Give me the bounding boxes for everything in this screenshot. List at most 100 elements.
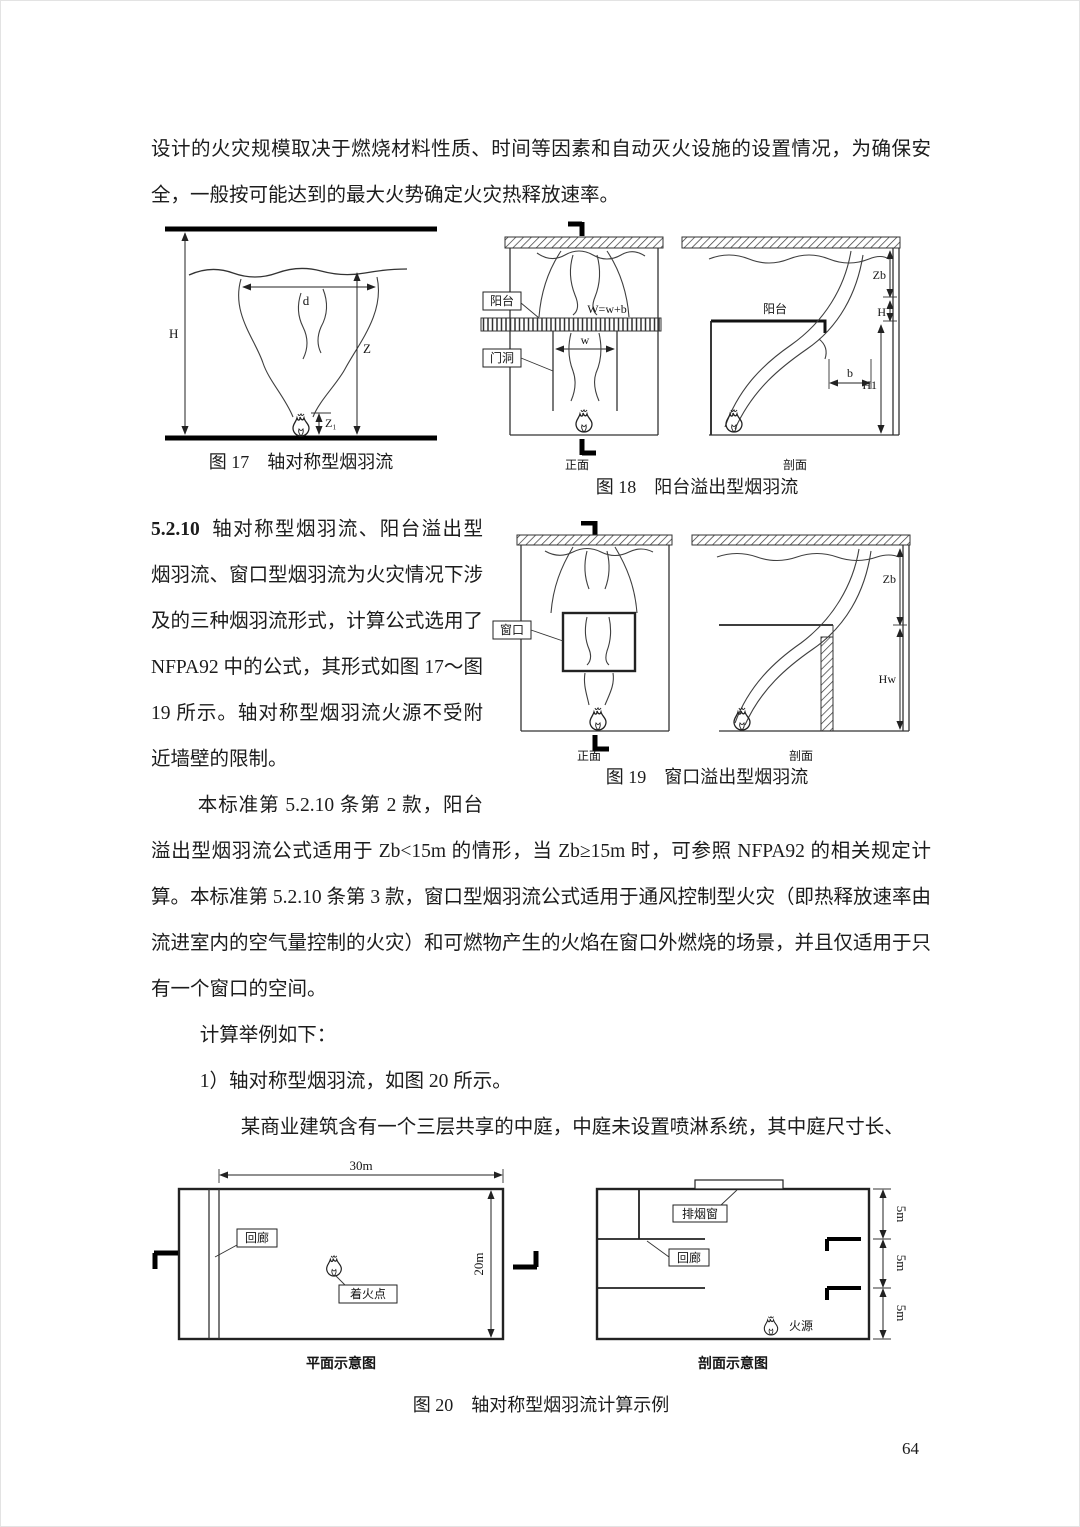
plume-inner-line bbox=[584, 616, 592, 666]
corridor-label-box bbox=[668, 1248, 710, 1267]
d-label: d bbox=[303, 293, 310, 308]
leader-line bbox=[334, 1274, 346, 1286]
section-number: 5.2.10 bbox=[151, 519, 200, 540]
ceiling-hatch bbox=[504, 236, 664, 249]
figure-18: 阳台 W=w+b w 门洞 bbox=[471, 221, 923, 503]
window-wall-hatch bbox=[820, 636, 834, 732]
w-formula-label: W=w+b bbox=[587, 302, 627, 316]
section-body: 轴对称型烟羽流、阳台溢出型烟羽流、窗口型烟羽流为火灾情况下涉及的三种烟羽流形式，… bbox=[151, 519, 483, 770]
Zb-label: Zb bbox=[883, 572, 896, 586]
leader-line bbox=[520, 302, 540, 319]
leader-line bbox=[214, 1244, 238, 1258]
plume-outline bbox=[538, 250, 562, 318]
fig18-section-view: 阳台 Zb H H1 bbox=[681, 236, 901, 471]
section-title: 剖面示意图 bbox=[698, 1355, 768, 1372]
plume-outline bbox=[734, 254, 864, 430]
paragraph-4: 1）轴对称型烟羽流，如图 20 所示。 bbox=[199, 1071, 512, 1092]
plume-inner-line bbox=[605, 616, 612, 666]
flame-icon bbox=[725, 409, 743, 433]
fig19-section-view: Zb Hw 剖面 bbox=[691, 534, 911, 761]
plume-outline bbox=[724, 250, 852, 428]
plume-inner-line bbox=[568, 332, 576, 402]
plume-outline bbox=[604, 672, 614, 706]
window-label: 窗口 bbox=[500, 623, 524, 637]
plume-inner-line bbox=[593, 332, 602, 402]
paragraph-intro: 设计的火灾规模取决于燃烧材料性质、时间等因素和自动灭火设施的设置情况，为确保安全… bbox=[151, 139, 931, 206]
fig18-caption: 图 18 阳台溢出型烟羽流 bbox=[595, 477, 799, 497]
fig20-caption: 图 20 轴对称型烟羽流计算示例 bbox=[412, 1395, 670, 1415]
Hw-label: Hw bbox=[879, 672, 897, 686]
b-label: b bbox=[847, 366, 853, 380]
smoke-curl-line bbox=[544, 547, 654, 557]
balcony-label: 阳台 bbox=[490, 293, 514, 308]
vent-label: 排烟窗 bbox=[682, 1207, 718, 1221]
leader-line bbox=[530, 629, 564, 642]
plume-inner-line bbox=[818, 338, 827, 360]
fig17-axisymmetric-plume-diagram: H d Z Z₁ bbox=[165, 226, 437, 441]
figure-20: 30m 20m 回廊 着火点 平面示意图 排烟窗 bbox=[151, 1155, 931, 1387]
section-5-2-10: 窗口 正面 bbox=[151, 507, 931, 1013]
atrium-plan-outline bbox=[177, 1187, 505, 1341]
plume-outline bbox=[583, 672, 590, 706]
smoke-vent bbox=[694, 1179, 784, 1190]
fire-source-label: 火源 bbox=[789, 1319, 813, 1333]
H1-label: H1 bbox=[862, 378, 877, 392]
width-30m-label: 30m bbox=[349, 1158, 372, 1173]
fire-point-label: 着火点 bbox=[350, 1286, 386, 1301]
corridor-label-box bbox=[236, 1228, 278, 1248]
section-view-label: 剖面 bbox=[789, 749, 813, 761]
page-number: 64 bbox=[902, 1439, 919, 1458]
fig19-front-view: 窗口 正面 bbox=[492, 521, 673, 761]
front-view-label: 正面 bbox=[577, 749, 601, 761]
paragraph-3: 计算举例如下： bbox=[199, 1025, 337, 1046]
front-view-label: 正面 bbox=[565, 458, 589, 471]
plan-title: 平面示意图 bbox=[306, 1355, 376, 1372]
fig20-plan-diagram: 30m 20m 回廊 着火点 平面示意图 bbox=[152, 1158, 539, 1372]
balcony-label: 阳台 bbox=[763, 301, 787, 316]
smoke-layer-line bbox=[708, 254, 890, 264]
leader-line bbox=[520, 357, 554, 372]
storey-5m-label: 5m bbox=[894, 1255, 909, 1272]
plume-outline bbox=[606, 250, 630, 318]
page-content: 设计的火灾规模取决于燃烧材料性质、时间等因素和自动灭火设施的设置情况，为确保安全… bbox=[151, 1, 931, 1421]
w-label: w bbox=[581, 333, 590, 347]
plume-outline bbox=[744, 550, 872, 726]
smoke-curl-line bbox=[536, 250, 646, 260]
fig18-front-view: 阳台 W=w+b w 门洞 bbox=[480, 221, 664, 471]
flame-icon bbox=[292, 413, 310, 437]
storey-5m-label: 5m bbox=[894, 1305, 909, 1322]
leader-line bbox=[646, 1240, 670, 1258]
balcony-hatch-strip bbox=[480, 317, 662, 332]
storey-5m-label: 5m bbox=[894, 1206, 909, 1223]
ceiling-hatch bbox=[516, 534, 673, 546]
fig17-caption: 图 17 轴对称型烟羽流 bbox=[208, 452, 394, 472]
Zb-label: Zb bbox=[873, 268, 886, 282]
H-label: H bbox=[169, 326, 178, 341]
figure-row-17-18: H d Z Z₁ 图 17 轴对称型烟羽流 bbox=[151, 221, 931, 503]
H-label: H bbox=[877, 305, 886, 319]
smoke-layer-line bbox=[716, 552, 900, 562]
corridor-label: 回廊 bbox=[677, 1250, 701, 1265]
plume-inner-line bbox=[317, 288, 328, 354]
plume-inner-line bbox=[297, 292, 308, 360]
fig19-caption: 图 19 窗口溢出型烟羽流 bbox=[605, 767, 809, 787]
corridor-label: 回廊 bbox=[245, 1230, 269, 1245]
fire-point-label-box bbox=[338, 1284, 398, 1304]
ceiling-hatch bbox=[691, 534, 911, 546]
paragraph-5: 某商业建筑含有一个三层共享的中庭，中庭未设置喷淋系统，其中庭尺寸长、 bbox=[240, 1117, 904, 1138]
plume-inner-line bbox=[584, 550, 590, 590]
plume-outline-left bbox=[238, 278, 294, 418]
flame-icon bbox=[589, 707, 607, 731]
plume-inner-line bbox=[592, 254, 601, 316]
balcony-label-box bbox=[482, 291, 522, 311]
paragraph-2: 本标准第 5.2.10 条第 2 款，阳台溢出型烟羽流公式适用于 Zb<15m … bbox=[151, 795, 932, 1000]
leader-line bbox=[720, 1189, 738, 1206]
plume-inner-line bbox=[569, 254, 579, 316]
fig19-window-plume-diagram: 窗口 正面 bbox=[492, 521, 911, 761]
fig20-section-diagram: 排烟窗 回廊 5m 5m 5m bbox=[595, 1179, 909, 1372]
smoke-layer-line bbox=[188, 267, 408, 278]
atrium-section-outline bbox=[595, 1187, 871, 1341]
window-opening bbox=[561, 611, 637, 673]
section-view-label: 剖面 bbox=[783, 458, 807, 471]
